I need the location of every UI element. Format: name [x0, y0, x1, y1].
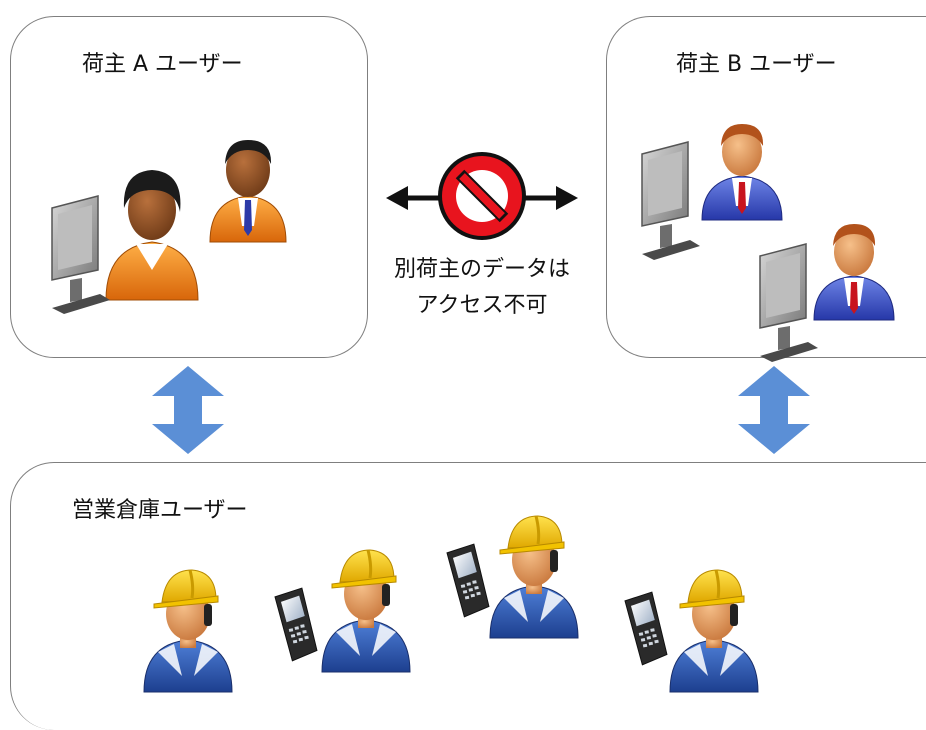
warehouse-worker-icon — [668, 568, 760, 694]
warehouse-title: 営業倉庫ユーザー — [72, 498, 248, 523]
sync-arrow-b — [738, 366, 810, 454]
businessman-icon — [209, 140, 287, 243]
handheld-scanner-icon — [445, 542, 491, 619]
sync-arrow-a — [152, 366, 224, 454]
double-arrow-icon — [152, 366, 224, 454]
no-entry-icon — [438, 152, 526, 240]
user-at-computer-icon — [51, 170, 199, 315]
no-access-symbol — [386, 152, 578, 240]
restriction-caption: 別荷主のデータは アクセス不可 — [372, 252, 592, 324]
user-at-computer-icon — [641, 123, 783, 261]
restriction-line-2: アクセス不可 — [416, 293, 548, 318]
shipper-b-title: 荷主 B ユーザー — [676, 52, 837, 77]
shipper-a-title: 荷主 A ユーザー — [82, 52, 243, 77]
warehouse-worker-icon — [320, 548, 412, 674]
restriction-line-1: 別荷主のデータは — [393, 257, 570, 282]
handheld-scanner-icon — [623, 590, 669, 667]
shipper-b-figures — [641, 123, 895, 363]
warehouse-worker-icon — [488, 514, 580, 640]
user-at-computer-icon — [759, 223, 895, 363]
shipper-a-group — [10, 16, 368, 358]
handheld-scanner-icon — [273, 586, 319, 663]
shipper-a-figures — [51, 140, 287, 315]
double-arrow-icon — [738, 366, 810, 454]
warehouse-figures — [142, 514, 760, 694]
warehouse-worker-icon — [142, 568, 234, 694]
